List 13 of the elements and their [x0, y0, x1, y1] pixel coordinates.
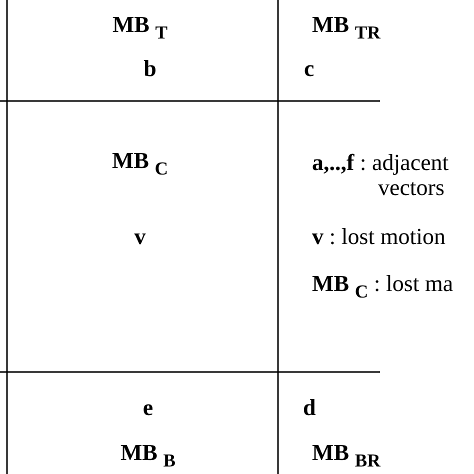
legend-text: v : lost motion — [312, 224, 446, 250]
legend-text: a,..,f : adjacent vectors — [312, 150, 450, 201]
cell-label: MB $_{C}$ — [110, 148, 170, 179]
cell-label: b — [142, 56, 158, 82]
cell-label: d — [303, 395, 316, 420]
cell-label: MB $_{T}$ — [111, 12, 169, 43]
cell-label: MB $_{BR}$ — [312, 440, 380, 471]
cell-label: c — [304, 56, 314, 82]
cell-label: MB $_{B}$ — [119, 440, 177, 471]
cell-label: v — [133, 224, 147, 250]
legend-text: MB $_{C}$ : lost ma — [312, 271, 454, 302]
cell-label: e — [142, 395, 154, 420]
cell-label: MB $_{TR}$ — [312, 12, 380, 43]
